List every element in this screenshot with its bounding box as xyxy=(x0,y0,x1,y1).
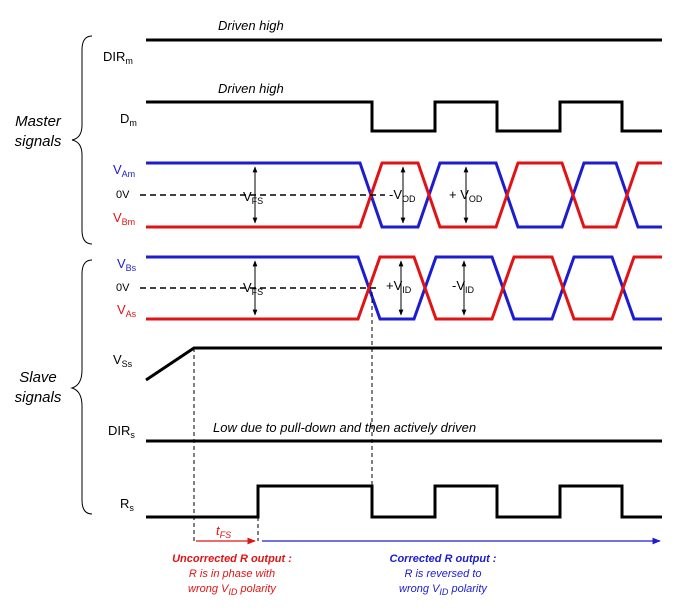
dir-s-label: DIRs xyxy=(108,423,135,440)
vs-s-label: VSs xyxy=(113,352,133,369)
master-group-label-line1: Master xyxy=(15,113,62,130)
vfs-master-label: VFS xyxy=(243,189,263,206)
vod-pos-label: + VOD xyxy=(449,187,483,204)
slave-differential-waveform xyxy=(140,255,662,321)
dir-m-label: DIRm xyxy=(103,49,133,66)
uncorrected-caption: Uncorrected R output : R is in phase wit… xyxy=(172,553,292,597)
d-m-waveform xyxy=(146,100,662,133)
zero-v-slave-label: 0V xyxy=(116,282,130,294)
master-brace xyxy=(71,35,93,245)
corrected-caption: Corrected R output : R is reversed to wr… xyxy=(390,553,497,597)
corrected-caption-title: Corrected R output : xyxy=(390,553,497,565)
master-differential-waveform xyxy=(140,161,662,229)
d-m-label: Dm xyxy=(120,111,137,128)
slave-brace xyxy=(70,259,93,515)
tfs-label: tFS xyxy=(216,523,231,540)
va-s-label: VAs xyxy=(117,302,137,319)
dir-m-note: Driven high xyxy=(218,18,284,33)
vb-s-label: VBs xyxy=(117,256,137,273)
slave-group-label-line2: signals xyxy=(15,389,62,406)
vid-neg-label: -VID xyxy=(452,278,475,295)
corrected-caption-line2: wrong VID polarity xyxy=(399,583,488,597)
r-s-label: Rs xyxy=(120,496,134,513)
corrected-caption-line1: R is reversed to xyxy=(404,568,481,580)
va-m-label: VAm xyxy=(113,162,135,179)
vod-neg-label: -VOD xyxy=(389,187,416,204)
vfs-slave-label: VFS xyxy=(243,280,263,297)
vb-m-label: VBm xyxy=(113,210,135,227)
r-s-waveform xyxy=(146,484,662,519)
slave-group-label-line1: Slave xyxy=(19,369,57,386)
vs-s-waveform xyxy=(145,346,662,382)
vid-pos-label: +VID xyxy=(386,278,412,295)
d-m-note: Driven high xyxy=(218,81,284,96)
uncorrected-caption-title: Uncorrected R output : xyxy=(172,553,292,565)
va-s-waveform xyxy=(146,255,662,321)
zero-v-master-label: 0V xyxy=(116,189,130,201)
master-group-label-line2: signals xyxy=(15,133,62,150)
dir-s-note: Low due to pull-down and then actively d… xyxy=(213,420,476,435)
uncorrected-caption-line2: wrong VID polarity xyxy=(188,583,277,597)
uncorrected-caption-line1: R is in phase with xyxy=(189,568,275,580)
vb-m-waveform xyxy=(146,161,662,229)
